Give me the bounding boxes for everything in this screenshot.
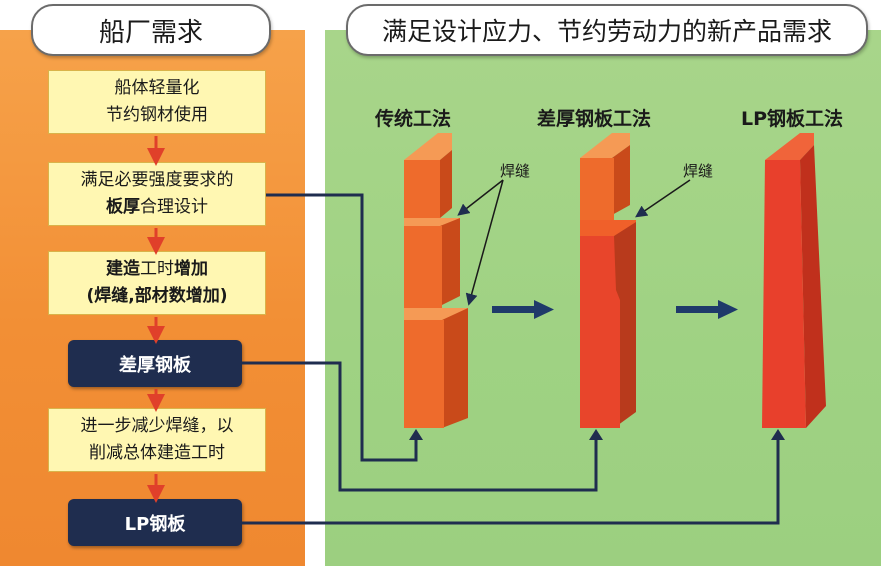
left-header: 船厂需求 <box>31 4 271 56</box>
step-design-bold: 板厚 <box>106 197 140 217</box>
step-worktime-c: 增加 <box>174 259 208 279</box>
step-reduce-line2: 削减总体建造工时 <box>89 443 225 463</box>
weld-pointers <box>457 179 691 306</box>
step-worktime-line1: 建造工时增加 <box>106 256 208 283</box>
step-lightweight-line1: 船体轻量化 <box>114 78 200 98</box>
title-differential: 差厚钢板工法 <box>537 108 652 130</box>
connectors <box>242 193 780 525</box>
right-header: 满足设计应力、节约劳动力的新产品需求 <box>346 4 868 56</box>
step-differential-plate: 差厚钢板 <box>68 340 242 387</box>
weld-label-differential: 焊缝 <box>683 162 714 180</box>
step-worktime-a: 建造 <box>106 259 140 279</box>
differential-plate <box>580 133 636 428</box>
title-lp: LP钢板工法 <box>741 108 844 130</box>
step-lp-plate: LP钢板 <box>68 499 242 546</box>
step-reduce-welds: 进一步减少焊缝，以 削减总体建造工时 <box>48 408 266 472</box>
step-design-line2: 板厚合理设计 <box>106 194 208 221</box>
connector-arrowheads <box>409 429 785 440</box>
transition-arrows <box>492 300 738 319</box>
step-lightweight: 船体轻量化 节约钢材使用 <box>48 70 266 134</box>
step-design: 满足必要强度要求的 板厚合理设计 <box>48 162 266 226</box>
step-worktime-b: 工时 <box>140 259 174 279</box>
weld-label-traditional: 焊缝 <box>500 162 531 180</box>
step-worktime-line2: (焊缝,部材数增加) <box>86 286 228 306</box>
step-reduce-line1: 进一步减少焊缝，以 <box>80 416 234 436</box>
traditional-plate <box>404 133 468 428</box>
title-traditional: 传统工法 <box>375 108 452 130</box>
step-design-rest: 合理设计 <box>140 197 208 217</box>
step-design-line1: 满足必要强度要求的 <box>80 170 234 190</box>
lp-plate <box>762 133 826 428</box>
step-lightweight-line2: 节约钢材使用 <box>106 105 208 125</box>
